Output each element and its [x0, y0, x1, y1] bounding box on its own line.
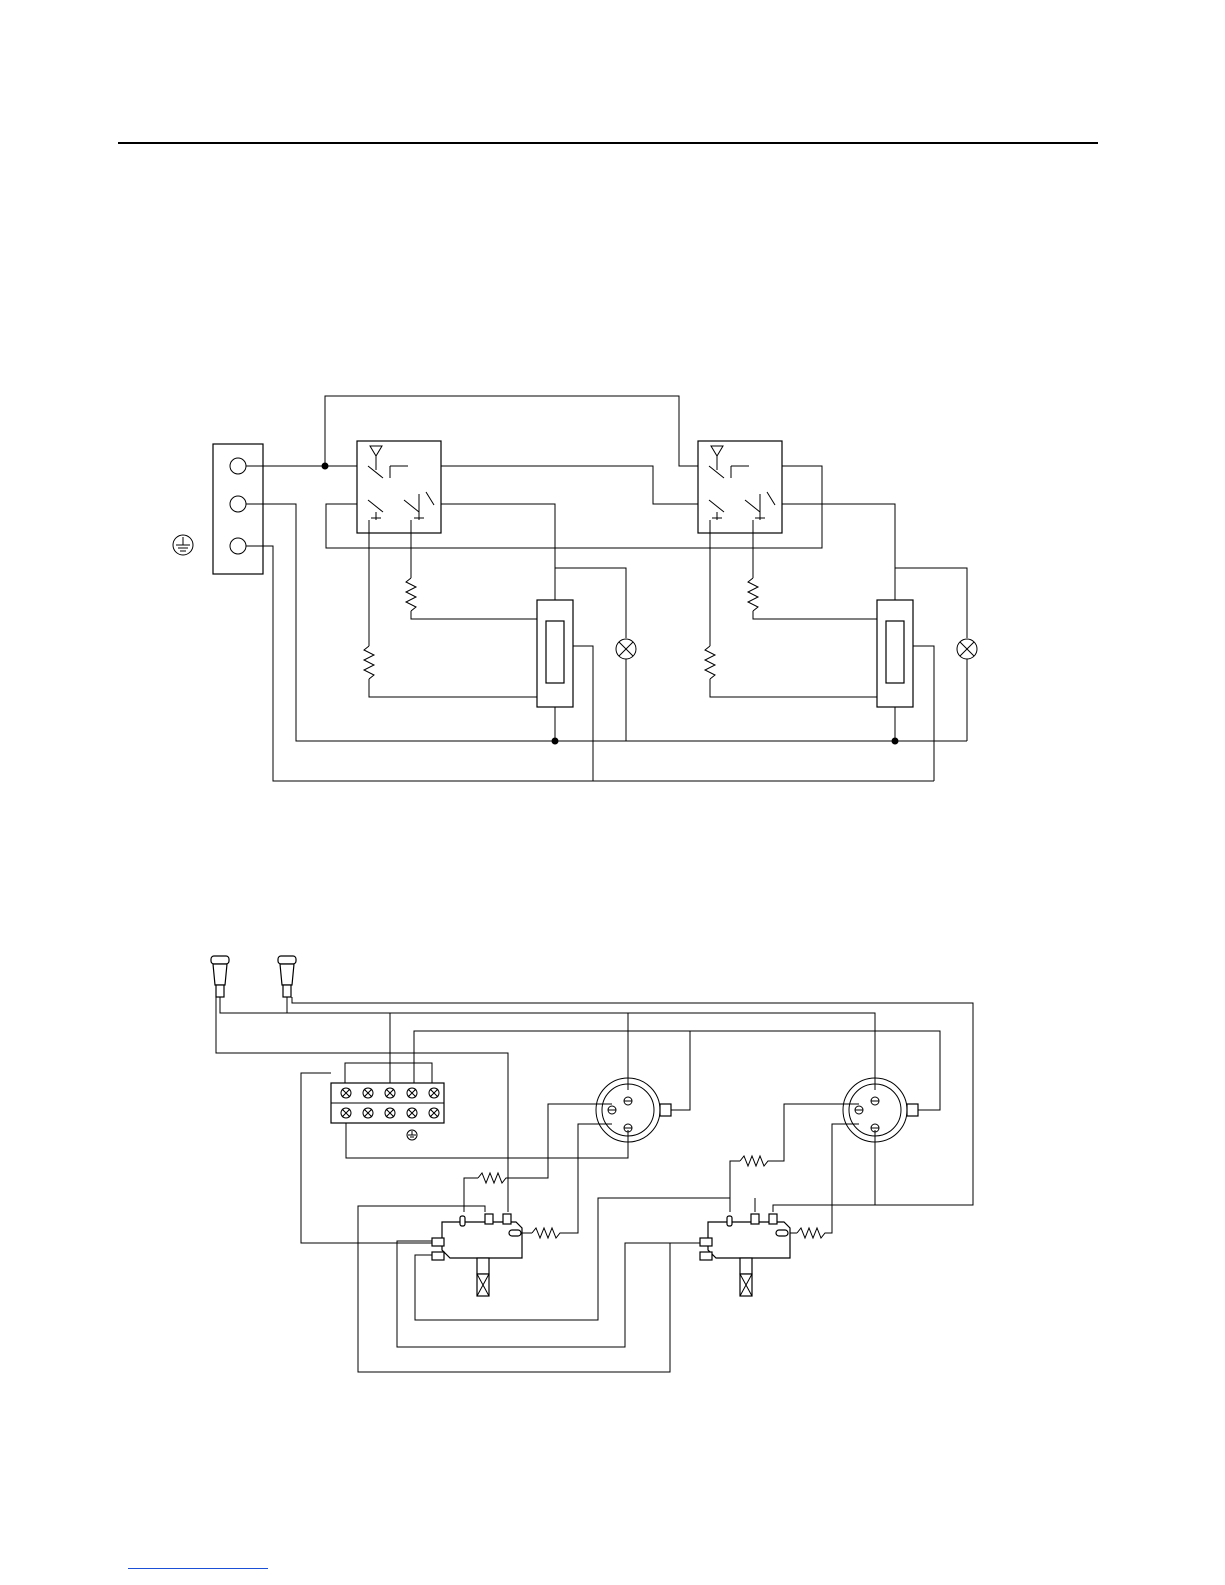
pilot-lamp-left [211, 956, 229, 997]
heating-plate-left [596, 1078, 671, 1142]
rotary-switch-left [432, 1214, 522, 1296]
rotary-switch-right [700, 1214, 790, 1296]
ground-icon [407, 1130, 417, 1140]
terminal-strip [331, 1083, 444, 1140]
pilot-lamp-right [278, 956, 296, 997]
heating-plate-right [843, 1078, 918, 1142]
footer-link-underline[interactable] [128, 1568, 268, 1569]
